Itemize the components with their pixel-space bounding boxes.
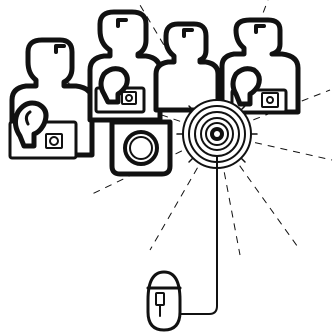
camera-bulb-icon — [112, 122, 170, 174]
remote-trigger-icon — [148, 272, 180, 330]
person-icon — [156, 24, 218, 110]
trigger-cable — [180, 156, 217, 314]
